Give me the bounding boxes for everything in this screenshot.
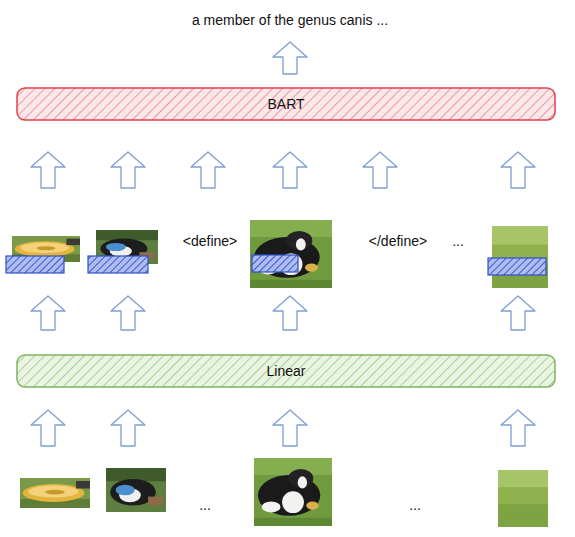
up-arrow — [111, 296, 145, 330]
input-image — [106, 468, 166, 512]
up-arrow — [191, 152, 225, 188]
ellipsis: ... — [452, 233, 464, 249]
up-arrow — [363, 152, 397, 188]
output-text: a member of the genus canis ... — [192, 12, 388, 28]
token-images — [6, 220, 548, 288]
input-image — [498, 470, 548, 527]
ellipsis: ... — [199, 497, 211, 513]
input-image — [254, 458, 332, 526]
up-arrow — [111, 152, 145, 188]
up-arrow — [31, 296, 65, 330]
up-arrow — [501, 410, 535, 446]
up-arrow — [273, 410, 307, 446]
up-arrow — [501, 296, 535, 330]
input-images — [20, 458, 548, 527]
projection-overlay — [6, 256, 64, 273]
box-label: Linear — [267, 363, 306, 379]
special-token: <define> — [183, 233, 238, 249]
up-arrow — [273, 152, 307, 188]
projection-overlay — [252, 255, 298, 272]
up-arrow — [31, 152, 65, 188]
box-shape — [17, 355, 555, 387]
up-arrow — [273, 42, 307, 74]
up-arrow — [501, 152, 535, 188]
image-token — [250, 220, 332, 288]
projection-overlay — [88, 256, 148, 273]
special-token: </define> — [369, 233, 427, 249]
box-shape — [17, 88, 555, 120]
input-image — [20, 478, 90, 508]
ellipsis: ... — [409, 497, 421, 513]
box-label: BART — [267, 96, 304, 112]
up-arrow — [111, 410, 145, 446]
up-arrow — [273, 296, 307, 330]
layer-box: Linear — [16, 354, 556, 388]
up-arrow — [31, 410, 65, 446]
projection-overlay — [488, 258, 546, 275]
model-box: BART — [16, 87, 556, 121]
image-token — [492, 226, 548, 288]
